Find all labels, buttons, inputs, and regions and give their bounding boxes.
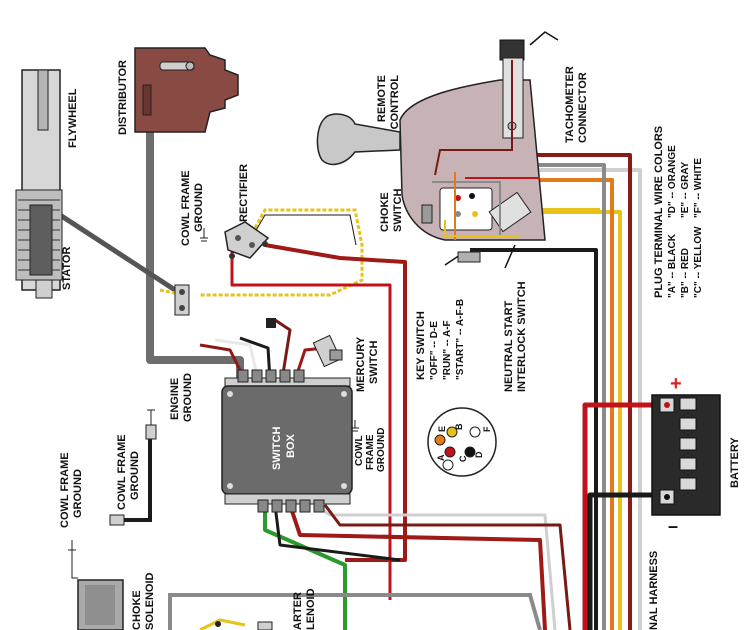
starter-solenoid-label-1: ARTER — [292, 592, 304, 630]
pin-f-label: F — [482, 426, 492, 432]
cowl-frame-ground-mid-1: COWL — [354, 435, 365, 466]
rectifier-red-wire-2 — [230, 252, 392, 600]
harness-label: NAL HARNESS — [648, 551, 660, 630]
plug-b: "B" -- RED — [680, 248, 691, 298]
flywheel-label: FLYWHEEL — [67, 88, 79, 148]
engine-ground-label-2: GROUND — [182, 373, 194, 422]
pin-e-label: E — [437, 426, 447, 432]
choke-switch-label-2: SWITCH — [392, 189, 404, 232]
harness-wire-black — [470, 248, 598, 630]
key-switch-legend: KEY SWITCH "OFF" -- D-E "RUN" -- A-F "ST… — [415, 299, 466, 380]
plug-colors-title: PLUG TERMINAL WIRE COLORS — [653, 126, 665, 298]
pin-a-label: A — [436, 454, 446, 461]
engine-ground-wire — [120, 430, 152, 522]
pin-c-label: C — [458, 455, 468, 462]
ground-symbol-far — [68, 540, 78, 579]
mercury-label-2: SWITCH — [368, 341, 380, 384]
choke-switch-label-1: CHOKE — [379, 192, 391, 232]
plug-d: "D" -- ORANGE — [667, 145, 678, 218]
tachometer-arrow — [529, 31, 559, 46]
cowl-ground-far-2: GROUND — [72, 469, 84, 518]
cowl-frame-ground-top-label-1: COWL FRAME — [180, 170, 192, 246]
cowl-frame-ground-mid-3: GROUND — [376, 428, 387, 472]
harness-wire-red-1 — [500, 153, 632, 630]
choke-solenoid-label-2: SOLENOID — [144, 572, 156, 630]
key-switch-plug — [457, 251, 481, 263]
neutral-label-2: INTERLOCK SWITCH — [516, 281, 528, 392]
tachometer-label-1: TACHOMETER — [564, 66, 576, 143]
neutral-arrow — [504, 244, 516, 269]
battery-label: BATTERY — [729, 437, 741, 488]
rectifier-red-wire — [264, 243, 407, 562]
cowl-ground-left-1: COWL FRAME — [116, 434, 128, 510]
starter-solenoid — [215, 621, 273, 630]
gray-loop-wire — [168, 593, 542, 630]
pin-b-label: B — [454, 423, 464, 430]
cowl-ground-left-2: GROUND — [129, 451, 141, 500]
switch-box-label-1: SWITCH — [271, 427, 283, 470]
harness-wire-white — [500, 168, 642, 630]
cowl-frame-ground-top-label-2: GROUND — [193, 183, 205, 232]
ground-symbol-mid — [351, 420, 359, 432]
switch-box-label-2: BOX — [285, 434, 297, 459]
battery-red-cable — [582, 402, 655, 630]
stator-lead — [58, 212, 177, 293]
key-switch-face: A B C D E F — [427, 407, 497, 477]
neutral-label-1: NEUTRAL START — [503, 300, 515, 392]
plug-c: "C" -- YELLOW — [693, 226, 704, 298]
battery-plus-label: + — [670, 373, 682, 395]
plug-a: "A" -- BLACK — [667, 233, 678, 298]
battery-black-cable — [587, 492, 655, 630]
key-run: "RUN" -- A-F — [442, 320, 453, 380]
cowl-ground-far-1: COWL FRAME — [59, 452, 71, 528]
remote-control-label-1: REMOTE — [376, 75, 388, 122]
choke-solenoid-label-1: CHOKE — [131, 590, 143, 630]
remote-control — [316, 39, 546, 241]
junction-connector — [174, 284, 190, 316]
ground-symbol-top — [200, 228, 208, 242]
rectifier-label: RECTIFIER — [238, 164, 250, 222]
mercury-label-1: MERCURY — [355, 336, 367, 392]
switch-box — [221, 369, 353, 513]
key-start: "START" -- A-F-B — [455, 299, 466, 380]
cowl-frame-ground-mid-2: FRAME — [365, 434, 376, 470]
plug-colors-legend: PLUG TERMINAL WIRE COLORS "A" -- BLACK "… — [653, 126, 704, 298]
key-off: "OFF" -- D-E — [429, 321, 440, 380]
stator-label: STATOR — [61, 247, 73, 290]
key-switch-title: KEY SWITCH — [415, 311, 427, 380]
distributor-label: DISTRIBUTOR — [117, 60, 129, 135]
mercury-switch — [266, 318, 343, 368]
remote-control-label-2: CONTROL — [389, 75, 401, 130]
plug-f: "F" -- WHITE — [693, 158, 704, 218]
starter-solenoid-label-2: LENOID — [305, 588, 317, 630]
pin-d-label: D — [474, 451, 484, 458]
engine-ground-label-1: ENGINE — [169, 378, 181, 420]
yellow-bottom-wire — [199, 618, 246, 630]
choke-solenoid — [77, 579, 124, 630]
distributor — [134, 47, 239, 133]
rectifier — [224, 221, 270, 259]
flywheel — [15, 69, 63, 299]
plug-e: "E" -- GRAY — [680, 161, 691, 218]
engine-ground — [109, 409, 157, 526]
battery-minus-label: – — [668, 516, 678, 536]
tachometer-label-2: CONNECTOR — [577, 72, 589, 143]
battery — [651, 394, 721, 516]
